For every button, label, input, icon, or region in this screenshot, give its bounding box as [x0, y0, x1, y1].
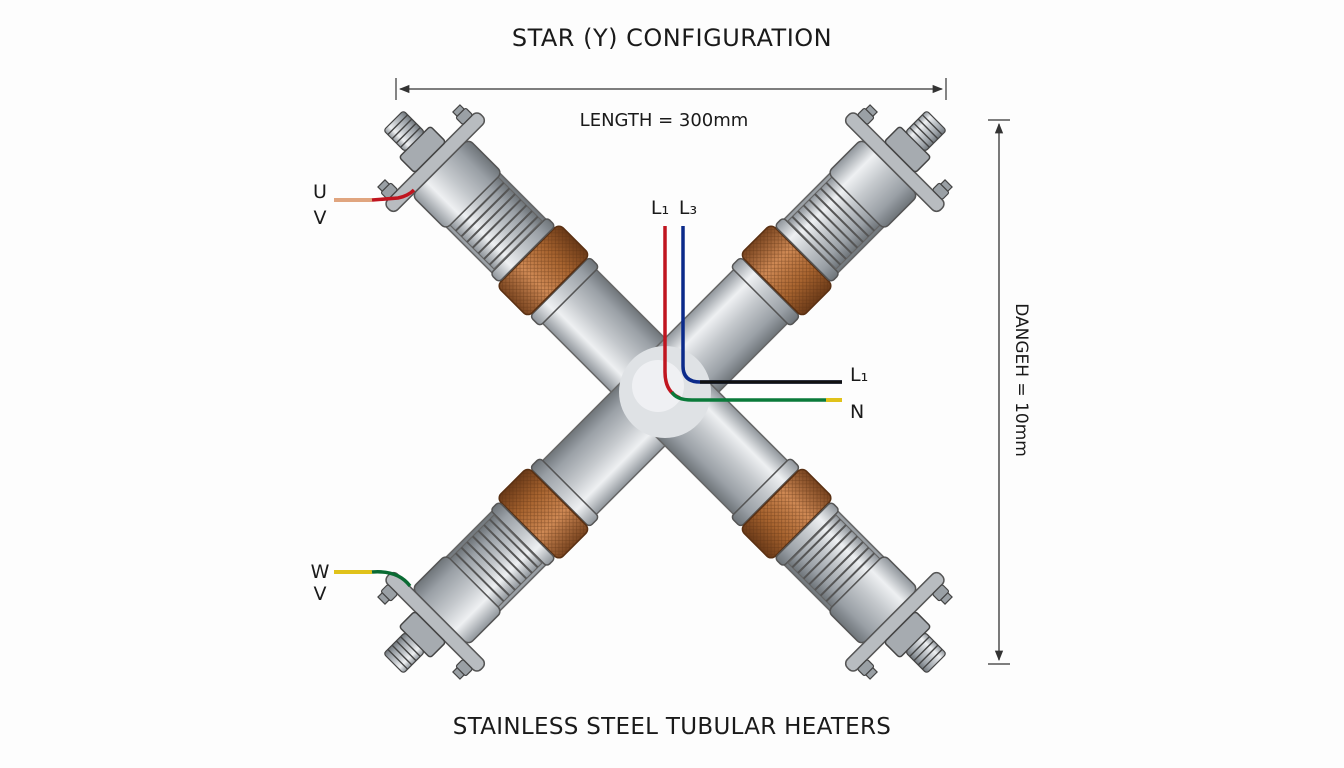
wire-n-green — [670, 391, 826, 402]
diagram-footer: STAINLESS STEEL TUBULAR HEATERS — [452, 714, 892, 740]
wire-wv-green — [371, 570, 412, 588]
vertical-dimension-label: DANGEH = 10mm — [1011, 303, 1031, 457]
terminal-label-n: N — [850, 401, 864, 423]
wire-l3-blue — [681, 226, 842, 384]
terminal-label-u: U — [313, 181, 327, 203]
terminal-label-l1-right: L₁ — [850, 364, 868, 386]
terminal-label-l1-top: L₁ — [651, 197, 669, 219]
length-label: LENGTH = 300mm — [580, 110, 749, 131]
diagram-title: STAR (Y) CONFIGURATION — [511, 24, 833, 52]
terminal-label-v-bottom: V — [314, 583, 327, 605]
wire-uv-red — [371, 188, 416, 202]
terminal-label-v-top: V — [314, 207, 327, 229]
terminal-label-w: W — [311, 561, 330, 583]
terminal-label-l3-top: L₃ — [679, 197, 697, 219]
